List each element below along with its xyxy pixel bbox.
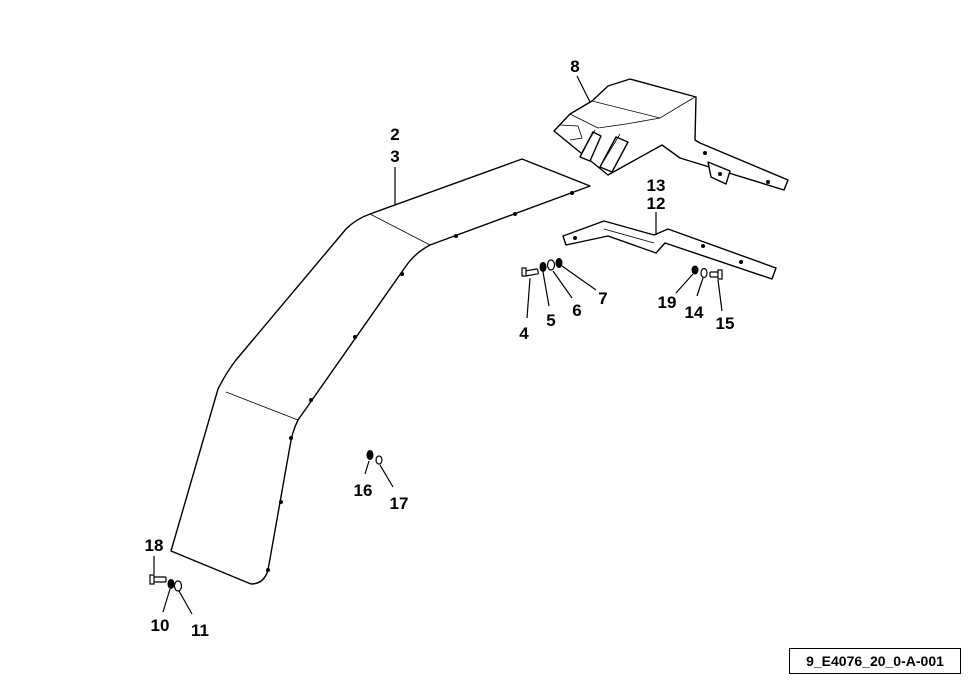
callout-16: 16 bbox=[354, 481, 373, 500]
callout-3: 3 bbox=[390, 147, 399, 166]
callout-7: 7 bbox=[598, 289, 607, 308]
washer-14 bbox=[700, 267, 708, 279]
washer-16 bbox=[366, 450, 374, 460]
washer-11 bbox=[173, 580, 183, 592]
callout-2: 2 bbox=[390, 125, 399, 144]
washer-17 bbox=[375, 455, 383, 465]
callout-13: 13 bbox=[647, 176, 666, 195]
callout-14: 14 bbox=[685, 303, 704, 322]
nut-7 bbox=[555, 258, 563, 268]
callout-8: 8 bbox=[570, 57, 579, 76]
leader-lines bbox=[153, 75, 723, 615]
callout-12: 12 bbox=[647, 194, 666, 213]
fender-part bbox=[170, 158, 591, 585]
washer-5 bbox=[539, 262, 547, 272]
support-bar-part bbox=[562, 220, 777, 280]
callout-15: 15 bbox=[716, 314, 735, 333]
callout-10: 10 bbox=[151, 616, 170, 635]
callout-4: 4 bbox=[519, 324, 529, 343]
bracket-assembly-part bbox=[553, 78, 789, 191]
callout-5: 5 bbox=[546, 311, 555, 330]
callout-6: 6 bbox=[572, 301, 581, 320]
callout-11: 11 bbox=[191, 621, 209, 640]
nut-19 bbox=[691, 265, 699, 275]
washer-10 bbox=[167, 579, 175, 589]
bolt-4 bbox=[521, 267, 539, 277]
washer-6 bbox=[546, 259, 556, 271]
bolt-15 bbox=[709, 269, 723, 280]
callout-18: 18 bbox=[145, 536, 164, 555]
callout-17: 17 bbox=[390, 494, 409, 513]
bolt-18 bbox=[149, 574, 167, 585]
diagram-reference-code: 9_E4076_20_0-A-001 bbox=[789, 648, 961, 674]
callout-19: 19 bbox=[658, 293, 677, 312]
